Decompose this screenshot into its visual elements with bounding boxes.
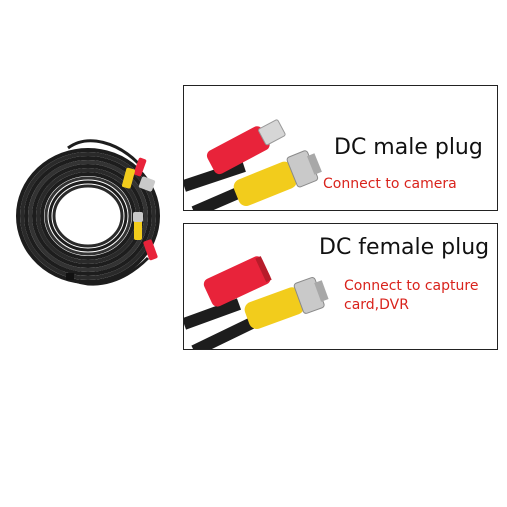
male-plug-image xyxy=(184,119,322,210)
panel-subtitle: Connect to capture card,DVR xyxy=(344,278,479,313)
panel-title: DC female plug xyxy=(319,235,490,260)
female-plug-image xyxy=(184,256,329,349)
male-plug-panel: DC male plug Connect to camera xyxy=(183,85,498,211)
panel-title: DC male plug xyxy=(334,135,483,160)
female-plug-panel: DC female plug Connect to capture card,D… xyxy=(183,223,498,350)
panel-subtitle: Connect to camera xyxy=(323,176,457,192)
coiled-cable-image xyxy=(16,139,160,286)
